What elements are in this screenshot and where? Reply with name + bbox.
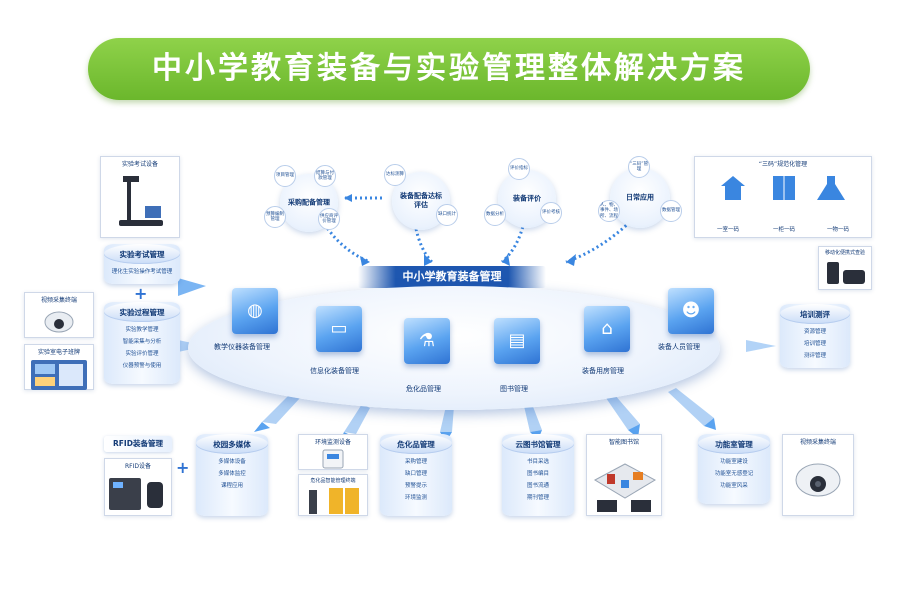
exam-device-icon — [119, 176, 163, 226]
sat-supplier: 供应商评价管理 — [318, 208, 340, 230]
circle-procurement-label: 采购配备管理 — [288, 198, 330, 207]
handheld-icon — [827, 262, 865, 284]
circle-standard-label: 装备配备达标评估 — [400, 192, 442, 209]
rfid-printer-icon — [109, 478, 163, 510]
people-icon: ☻ — [668, 288, 714, 334]
cube-label-hazard: 危化品管理 — [406, 385, 441, 393]
exam-device-card: 实验考试设备 — [100, 156, 180, 238]
exam-mgmt-title: 实验考试管理 — [119, 250, 165, 259]
sat-calc: 达标测算 — [384, 164, 406, 186]
hazard-cylinder: 危化品管理 采购管理 缺口管理 预警提示 环境监测 — [380, 434, 452, 516]
hazard-title: 危化品管理 — [397, 440, 435, 449]
video-terminal-left: 视频采集终端 — [24, 292, 94, 338]
hazard-terminal-title: 危化品智能管理终端 — [310, 478, 356, 484]
code-cabinet: 一柜一码 — [773, 227, 796, 233]
title-banner: 中小学教育装备与实验管理整体解决方案 — [88, 38, 810, 100]
exam-mgmt-item: 理化生实验操作考试管理 — [111, 269, 173, 275]
hub-title: 中小学教育装备管理 — [358, 266, 546, 288]
media-title: 校园多媒体 — [213, 440, 251, 449]
process-mgmt-cylinder: 实验过程管理 实验教学管理 智能采集与分析 实验评价管理 仪器预警与使用 — [104, 302, 180, 384]
hazard-terminal-card: 危化品智能管理终端 — [298, 474, 368, 516]
sat-project: 项目管理 — [274, 165, 296, 187]
three-code-icons — [721, 176, 845, 200]
plus-icon-bottom: + — [176, 458, 190, 477]
plus-icon: + — [134, 284, 148, 303]
media-items: 多媒体设备 多媒体监控 课程应用 — [218, 459, 246, 489]
cube-label-instruments: 教学仪器装备管理 — [214, 343, 270, 351]
mobile-check-card: 移动化便携式查验 — [818, 246, 872, 290]
camera-icon-bottom — [795, 463, 841, 497]
rfid-device-card: RFID设备 — [104, 458, 172, 516]
training-items: 资源管理 培训管理 测评管理 — [803, 329, 826, 359]
smart-library-title: 智能图书馆 — [608, 439, 639, 446]
cube-label-books: 图书管理 — [500, 385, 528, 393]
library-items: 书目采选 图书编目 图书流通 期刊管理 — [526, 459, 549, 501]
code-room: 一室一码 — [717, 227, 740, 233]
three-code-card: “三码”规范化管理 一室一码 一柜一码 一物一码 — [694, 156, 872, 238]
cube-label-info: 信息化装备管理 — [310, 367, 359, 375]
smart-library-card: 智能图书馆 — [586, 434, 662, 516]
training-cylinder: 培训测评 资源管理 培训管理 测评管理 — [780, 304, 850, 368]
sat-datamgmt: 数据管理 — [660, 200, 682, 222]
flask-icon: ⚗ — [404, 318, 450, 364]
library-cylinder: 云图书馆管理 书目采选 图书编目 图书流通 期刊管理 — [502, 434, 574, 516]
training-title: 培训测评 — [800, 310, 830, 319]
elec-board-title: 实验室电子班牌 — [37, 349, 80, 356]
sat-threecode: “三码”管理 — [628, 156, 650, 178]
media-cylinder: 校园多媒体 多媒体设备 多媒体监控 课程应用 — [196, 434, 268, 516]
smart-library-image — [593, 463, 657, 512]
sat-budget: 预算编制管理 — [264, 206, 286, 228]
rfid-title: RFID装备管理 — [104, 436, 172, 452]
sat-gap: 缺口统计 — [436, 204, 458, 226]
exam-mgmt-cylinder: 实验考试管理 理化生实验操作考试管理 — [104, 244, 180, 284]
env-device-title: 环境监测设备 — [314, 439, 351, 446]
hazard-cabinet-icon — [309, 488, 359, 514]
rfid-device-title: RFID设备 — [124, 463, 151, 470]
room-title: 功能室管理 — [715, 440, 753, 449]
env-device-card: 环境监测设备 — [298, 434, 368, 470]
library-title: 云图书馆管理 — [515, 440, 561, 449]
video-terminal-bottom-title: 视频采集终端 — [799, 439, 836, 446]
video-terminal-bottom: 视频采集终端 — [782, 434, 854, 516]
three-code-title: “三码”规范化管理 — [758, 161, 808, 168]
exam-device-title: 实验考试设备 — [121, 161, 158, 168]
monitor-icon: ▭ — [316, 306, 362, 352]
elec-board-card: 实验室电子班牌 — [24, 344, 94, 390]
sat-data: 数据分析 — [484, 204, 506, 226]
book-icon: ▤ — [494, 318, 540, 364]
circle-daily-label: 日常应用 — [626, 193, 654, 202]
room-cylinder: 功能室管理 功能室建设 功能室无感登记 功能室风采 — [698, 434, 770, 504]
mobile-check-title: 移动化便携式查验 — [824, 250, 865, 256]
process-mgmt-items: 实验教学管理 智能采集与分析 实验评价管理 仪器预警与使用 — [122, 327, 162, 369]
code-item: 一物一码 — [827, 227, 850, 233]
sat-people: 人、物、事件、场所、流程 — [598, 200, 620, 222]
globe-icon: ◍ — [232, 288, 278, 334]
sat-index: 评价指标 — [508, 158, 530, 180]
cube-label-staff: 装备人员管理 — [658, 343, 700, 351]
room-items: 功能室建设 功能室无感登记 功能室风采 — [714, 459, 754, 489]
sat-settlement: 结算与付款管理 — [314, 165, 336, 187]
page-title: 中小学教育装备与实验管理整体解决方案 — [152, 51, 746, 86]
sat-assess: 评价考核 — [540, 202, 562, 224]
house-icon: ⌂ — [584, 306, 630, 352]
hazard-items: 采购管理 缺口管理 预警提示 环境监测 — [404, 459, 427, 501]
circle-evaluation-label: 装备评价 — [513, 194, 541, 203]
camera-icon — [44, 311, 74, 333]
video-terminal-left-title: 视频采集终端 — [40, 297, 77, 304]
board-icon — [31, 360, 87, 390]
env-sensor-icon — [322, 449, 344, 469]
process-mgmt-title: 实验过程管理 — [119, 308, 165, 317]
cube-label-rooms: 装备用房管理 — [582, 367, 624, 375]
circle-daily: 日常应用 — [610, 168, 670, 228]
